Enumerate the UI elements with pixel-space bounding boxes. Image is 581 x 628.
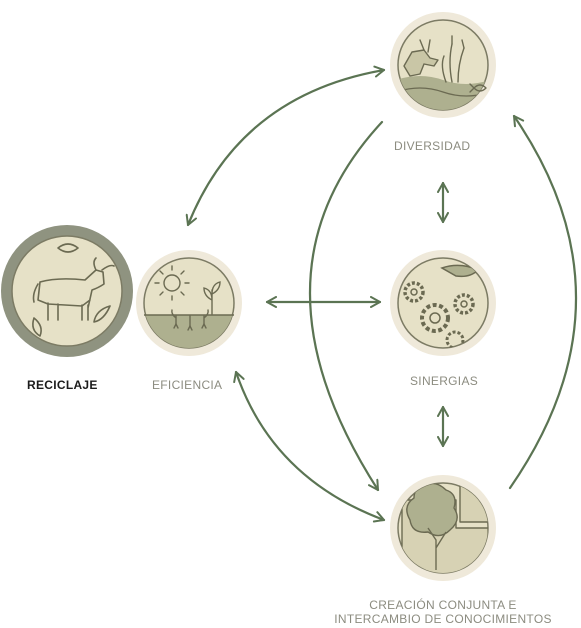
node-creacion [390,475,496,581]
cow-leaves-icon [32,243,115,337]
arrow-eficiencia-creacion [233,370,386,523]
gears-icon [403,264,480,348]
label-sinergias: SINERGIAS [410,374,479,388]
tree-icon [401,483,488,573]
label-creacion-line2: INTERCAMBIO DE CONOCIMIENTOS [334,612,552,626]
animal-grass-fish-icon [403,35,487,93]
label-diversidad: DIVERSIDAD [394,139,471,153]
node-sinergias [390,250,496,356]
arrow-creacion-diversidad [508,114,578,490]
label-eficiencia: EFICIENCIA [152,378,223,392]
node-eficiencia [136,250,242,356]
node-reciclaje [1,225,133,357]
arrow-reciclaje-diversidad [185,65,386,227]
sun-sprouts-icon [154,265,221,331]
node-diversidad [390,12,496,118]
arrow-diversidad-creacion [308,120,384,492]
arrows [185,65,578,523]
label-creacion-line1: CREACIÓN CONJUNTA E [369,598,517,612]
label-reciclaje: RECICLAJE [27,378,98,392]
